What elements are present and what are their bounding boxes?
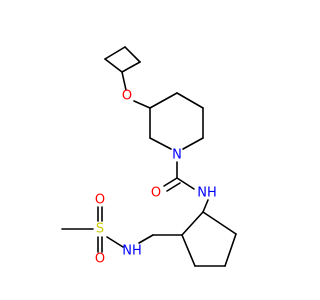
atom-sulfonamide-nh: NH [122,244,142,259]
atom-amide-nh: NH [197,186,217,201]
molecule-diagram: O N O NH NH S O O [61,46,237,267]
bond-carbonyl-amide [176,177,195,190]
molecule-structure: O N O NH NH S O O [61,46,237,267]
bond-cyclopentane-2 [181,234,196,267]
bond-piperidine-2 [176,92,204,109]
bond-carbonyl-double-b [166,182,181,192]
bond-cyclobutyl-oxygen [121,71,127,91]
bond-cyclopentane-5 [202,211,237,235]
bond-cyclobutane-1 [104,46,126,60]
bond-amide-cyclopentane [202,199,209,213]
atom-carbonyl-oxygen: O [151,186,161,201]
atom-sulfonyl-oxygen-bottom: O [95,252,105,267]
bond-sulfonamide-sulfur [106,236,124,248]
bond-cyclobutane-3 [121,61,141,73]
atom-ring-nitrogen: N [172,148,182,163]
bond-cyclopentane-4 [224,233,237,267]
bond-layer [61,46,237,267]
bond-piperidine-1 [149,92,178,109]
bond-piperidine-5 [149,137,172,150]
atom-sulfonyl-oxygen-top: O [95,193,105,208]
atom-ether-oxygen: O [122,89,132,104]
bond-carbonyl-double-a [163,177,178,187]
bond-cyclopentane-1 [181,211,204,236]
bond-piperidine-4 [182,137,204,150]
atom-sulfonyl-sulfur: S [96,222,104,237]
bond-cyclobutane-4 [104,58,123,73]
atom-label-layer: O N O NH NH S O O [95,89,217,267]
bond-cyclobutane-2 [124,46,141,63]
bond-methylene-sulfonamide [138,234,154,244]
bond-oxygen-piperidine [133,100,151,109]
